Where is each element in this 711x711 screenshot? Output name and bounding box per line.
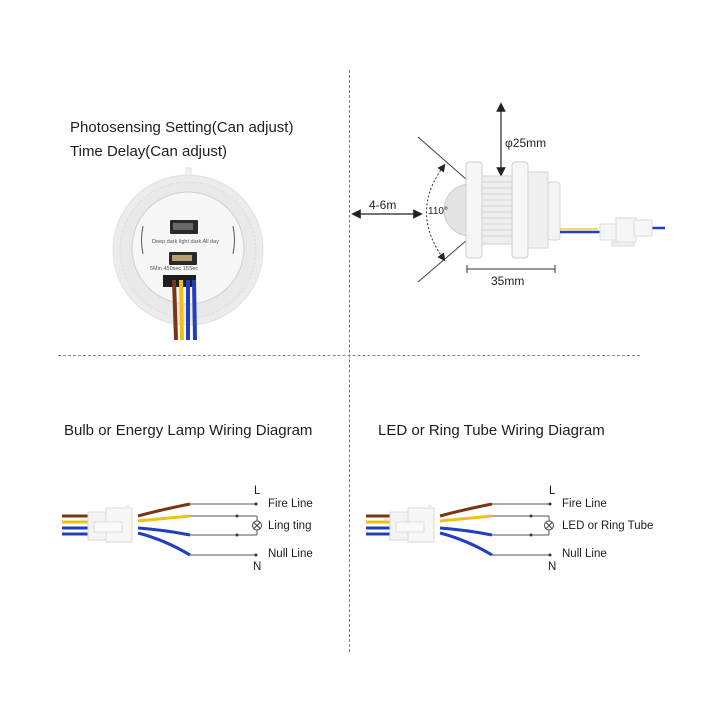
wire-brown	[137, 502, 191, 518]
load-label: Ling ting	[268, 520, 312, 532]
null-line-label: Null Line	[562, 548, 607, 560]
null-line-label: Null Line	[268, 548, 313, 560]
threaded-body	[481, 175, 513, 245]
time-scale-label: 5Min 450sec 15Sec	[150, 266, 199, 272]
fire-line-label: Fire Line	[268, 498, 313, 510]
rear-cap	[547, 181, 561, 241]
wire-blue	[137, 531, 191, 557]
time-delay-label: Time Delay(Can adjust)	[70, 143, 227, 160]
wire-connector	[87, 504, 133, 543]
diameter-label: φ25mm	[505, 136, 547, 150]
angle-label: 110°	[428, 206, 448, 217]
wire-blue	[192, 279, 197, 341]
wire-blue	[439, 531, 493, 557]
angle-line-top	[417, 136, 468, 181]
wire-brown	[172, 279, 178, 341]
n-label: N	[253, 561, 262, 573]
n-label: N	[548, 561, 557, 573]
wire-yellow	[137, 514, 191, 523]
wire-blue	[137, 526, 191, 537]
light-scale-label: Deep dark light dark All day	[152, 239, 219, 245]
wire-blue	[439, 526, 493, 537]
wire-brown	[439, 502, 493, 518]
connector-plug	[599, 217, 653, 247]
wire-yellow	[439, 514, 493, 523]
horizontal-divider	[58, 355, 640, 356]
length-label: 35mm	[491, 274, 525, 288]
wire-connector	[389, 504, 435, 543]
lamp-symbol-icon	[544, 520, 554, 531]
bulb-wiring-title: Bulb or Energy Lamp Wiring Diagram	[64, 422, 313, 439]
range-label: 4-6m	[369, 198, 397, 212]
load-label: LED or Ring Tube	[562, 520, 654, 532]
fire-line-label: Fire Line	[562, 498, 607, 510]
lamp-symbol-icon	[252, 520, 262, 531]
wire-yellow	[179, 279, 184, 341]
angle-arc	[426, 163, 446, 262]
l-label: L	[254, 485, 261, 497]
l-label: L	[549, 485, 556, 497]
photosensing-setting-label: Photosensing Setting(Can adjust)	[70, 119, 294, 136]
vertical-divider	[349, 70, 350, 652]
led-wiring-title: LED or Ring Tube Wiring Diagram	[378, 422, 605, 439]
